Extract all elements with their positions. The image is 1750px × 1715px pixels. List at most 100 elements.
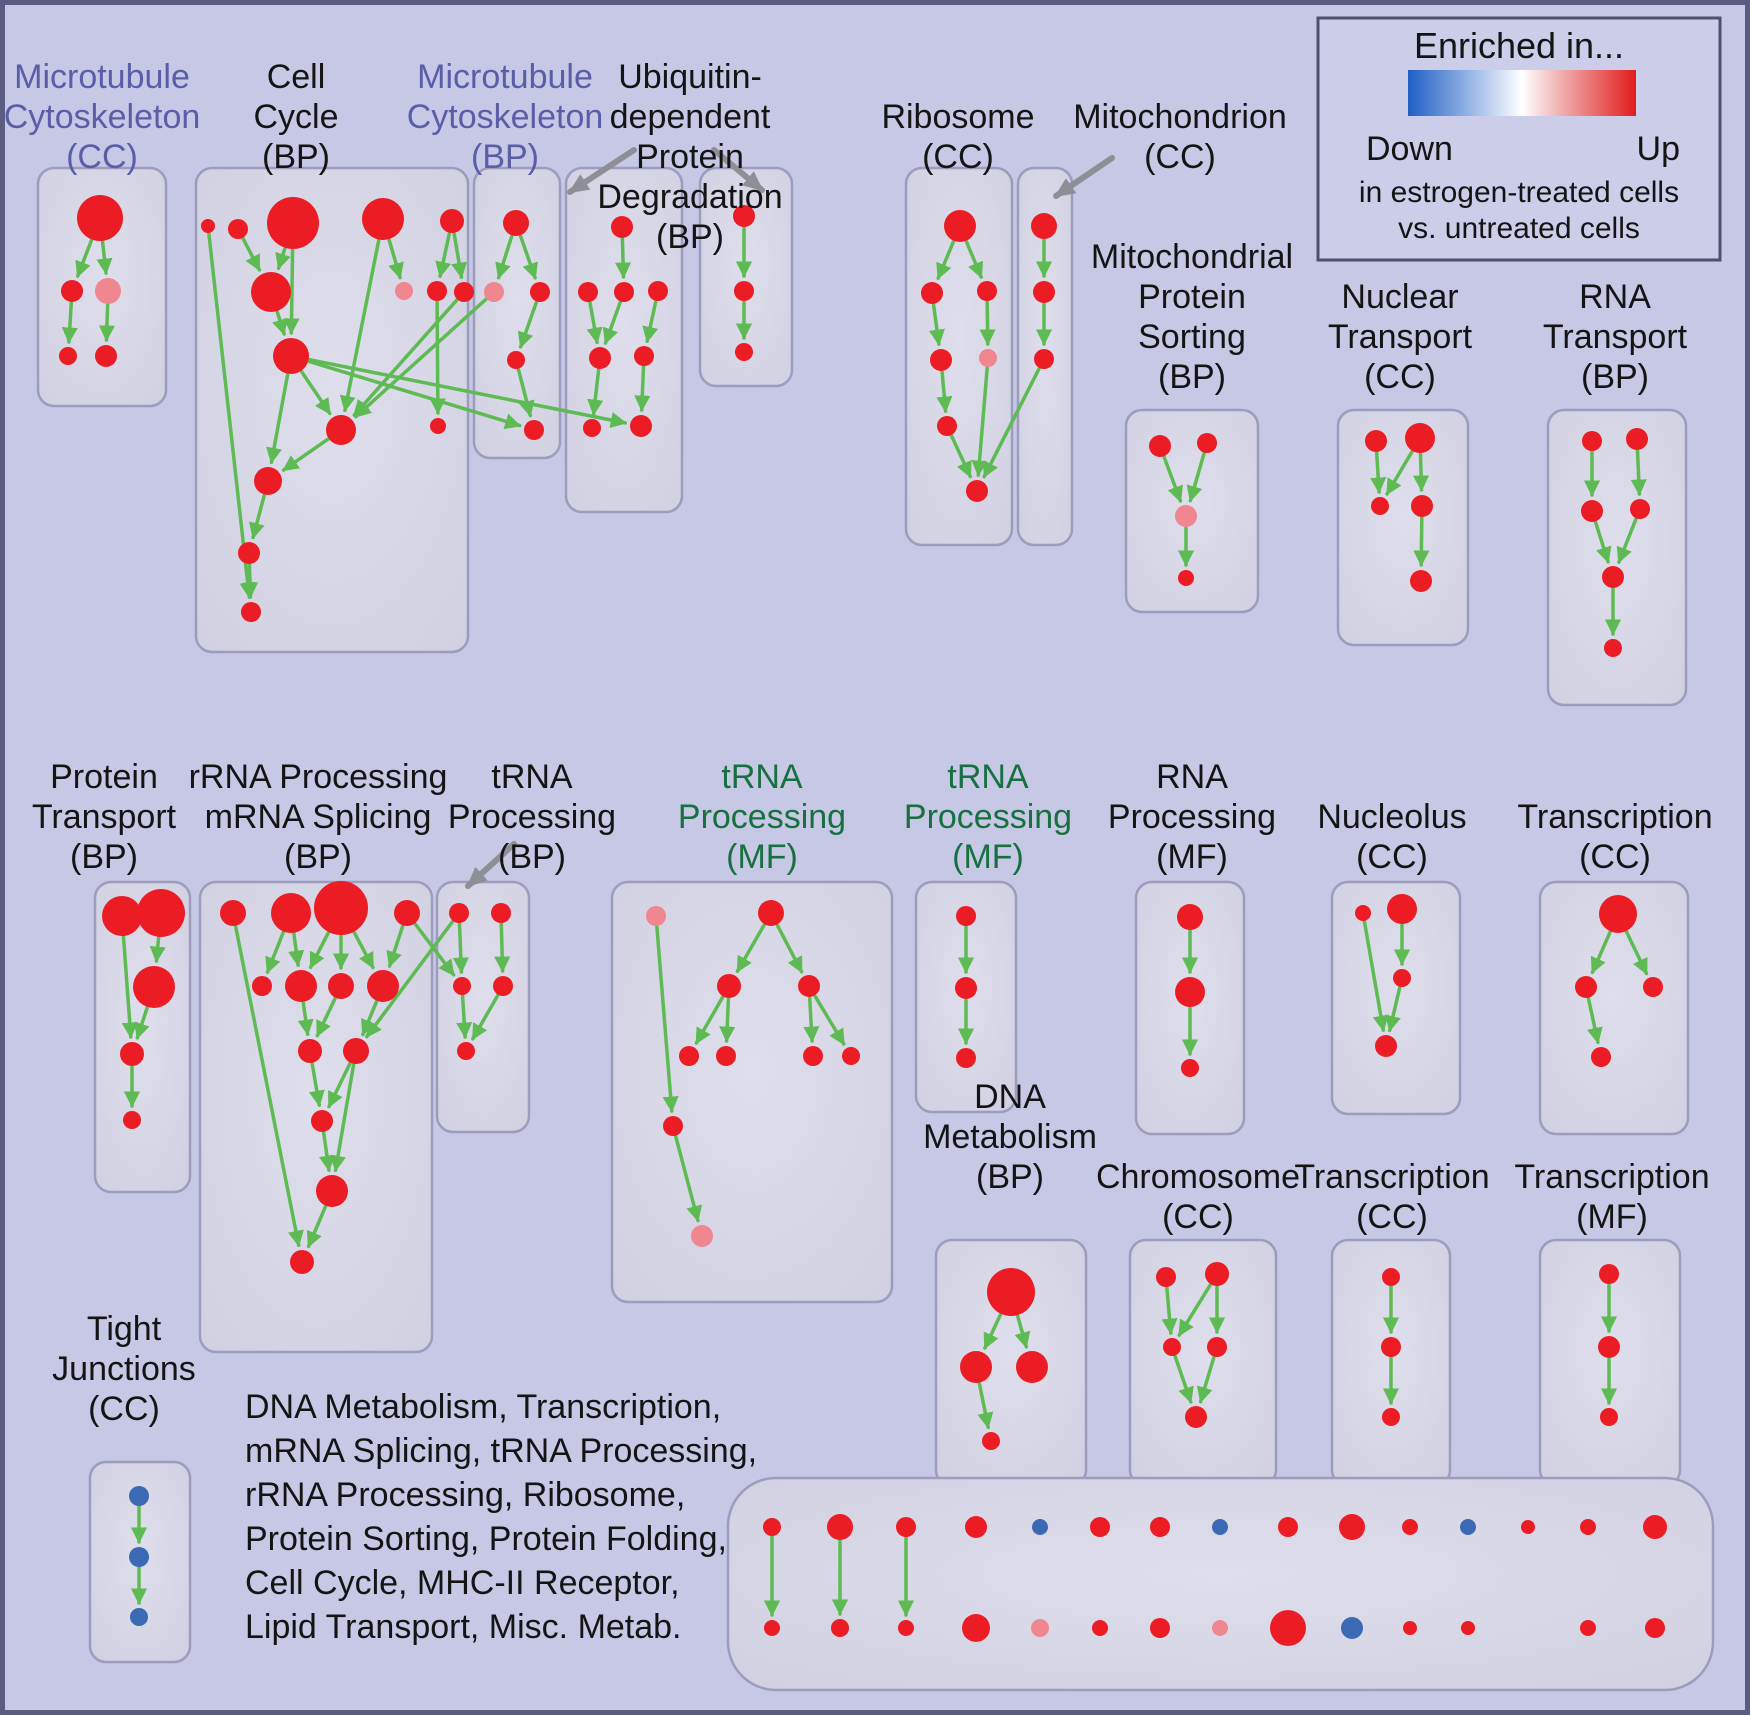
node-ch4 <box>1207 1337 1227 1357</box>
edge-c14-c8 <box>352 298 459 417</box>
node-e3 <box>1382 1408 1400 1426</box>
label-microtubule-bp-line3: (BP) <box>471 138 539 176</box>
node-z4 <box>965 1516 987 1538</box>
node-s8 <box>367 970 399 1002</box>
node-c1 <box>201 219 215 233</box>
edge-r6-r7 <box>949 434 973 479</box>
node-j1 <box>1355 905 1371 921</box>
label-transcription-cc-bottom-line2: (CC) <box>1356 1198 1428 1236</box>
node-s6 <box>285 970 317 1002</box>
node-y7 <box>1150 1618 1170 1638</box>
group-box-chromosome <box>1128 1238 1278 1488</box>
edges-layer <box>61 226 1649 1617</box>
node-r7 <box>966 480 988 502</box>
node-s9 <box>298 1039 322 1063</box>
pointer-arrow-1 <box>567 147 637 195</box>
label-rrna-mrna-line2: mRNA Splicing <box>205 798 432 836</box>
edge-u3-u5 <box>602 300 622 345</box>
label-protein-transport-line2: Transport <box>32 798 177 836</box>
edge-u1-u3 <box>615 237 632 279</box>
node-p4 <box>1178 570 1194 586</box>
node-p1 <box>1149 435 1171 457</box>
edge-s8-s10 <box>361 999 379 1037</box>
edge-s4-s8 <box>386 924 405 968</box>
edge-g1-g9 <box>655 925 679 1113</box>
node-m4 <box>507 351 525 369</box>
node-c10 <box>238 542 260 564</box>
label-dna-metabolism-line2: Metabolism <box>923 1118 1097 1156</box>
edge-u4-u6 <box>642 300 659 344</box>
pointer-arrows-layer <box>465 147 1115 889</box>
nodes-layer <box>59 195 1667 1646</box>
node-c4 <box>362 198 404 240</box>
node-pt4 <box>120 1042 144 1066</box>
edge-p2-p3 <box>1186 451 1206 503</box>
group-box-trna-bp <box>435 880 531 1134</box>
node-m1 <box>503 210 529 236</box>
node-s5 <box>252 976 272 996</box>
edge-s6-s9 <box>297 1001 314 1036</box>
node-s11 <box>311 1110 333 1132</box>
edge-a1-a3 <box>96 240 113 275</box>
label-mito-protein-sorting-line2: Protein <box>1138 278 1246 316</box>
node-d4 <box>982 1432 1000 1450</box>
node-s4 <box>394 900 420 926</box>
node-u7 <box>583 419 601 437</box>
edge-u5-u7 <box>587 368 604 416</box>
node-pt1 <box>102 896 142 936</box>
node-f1 <box>1599 1264 1619 1284</box>
label-nucleolus-line2: (CC) <box>1356 838 1428 876</box>
edge-c10-c11 <box>241 563 259 599</box>
edge-c4-c8 <box>339 238 381 413</box>
node-u6 <box>634 346 654 366</box>
label-rrna-mrna-line1: rRNA Processing <box>189 758 448 796</box>
node-y4 <box>962 1614 990 1642</box>
edge-c7-c8 <box>299 369 332 416</box>
pointer-arrow-2 <box>711 147 765 193</box>
legend-gradient-bar <box>1408 70 1636 116</box>
label-trna-mf-2-line1: tRNA <box>947 758 1029 796</box>
edge-s4-k3 <box>413 922 456 977</box>
edge-c1-c11 <box>207 232 256 599</box>
edge-c7-c9 <box>266 372 290 465</box>
edge-c5-c7 <box>272 310 288 336</box>
label-cluster-note-line3: rRNA Processing, Ribosome, <box>245 1476 685 1514</box>
edge-k3-k5 <box>456 994 473 1039</box>
label-rna-processing-mf-line2: Processing <box>1108 798 1276 836</box>
edge-a2-a4 <box>61 301 78 344</box>
node-q3 <box>1581 500 1603 522</box>
edge-pt2-pt3 <box>149 936 166 963</box>
label-mito-protein-sorting-line3: Sorting <box>1138 318 1246 356</box>
node-q6 <box>1604 639 1622 657</box>
node-y13 <box>1580 1620 1596 1636</box>
node-t2 <box>1033 281 1055 303</box>
edge-ch1-ch3 <box>1161 1286 1178 1335</box>
node-g10 <box>691 1225 713 1247</box>
label-transcription-cc-mid-line1: Transcription <box>1517 798 1712 836</box>
pointer-arrow-3 <box>1053 155 1115 199</box>
node-g4 <box>798 975 820 997</box>
edge-u2-u5 <box>586 301 603 345</box>
node-s13 <box>290 1250 314 1274</box>
edge-d1-d3 <box>1014 1314 1031 1349</box>
edge-c12-c13 <box>435 231 452 279</box>
node-y14 <box>1645 1618 1665 1638</box>
edge-m1-m2 <box>495 234 514 280</box>
node-pt2 <box>137 889 185 937</box>
label-ubiquitin-line2: dependent <box>610 98 771 136</box>
edge-m4-m5 <box>516 367 535 418</box>
edge-r4-r6 <box>936 370 953 413</box>
edge-q4-q5 <box>1616 517 1638 564</box>
node-r2 <box>921 282 943 304</box>
node-w3 <box>130 1608 148 1626</box>
node-i2 <box>1175 977 1205 1007</box>
node-z15 <box>1643 1515 1667 1539</box>
edge-c4-c6 <box>387 238 404 280</box>
edge-c2-c5 <box>241 236 262 272</box>
node-y8 <box>1212 1620 1228 1636</box>
edge-g9-g10 <box>674 1134 702 1223</box>
edge-n2-n3 <box>1385 450 1414 496</box>
edge-k1-k3 <box>452 922 469 974</box>
label-nuclear-transport-line3: (CC) <box>1364 358 1436 396</box>
